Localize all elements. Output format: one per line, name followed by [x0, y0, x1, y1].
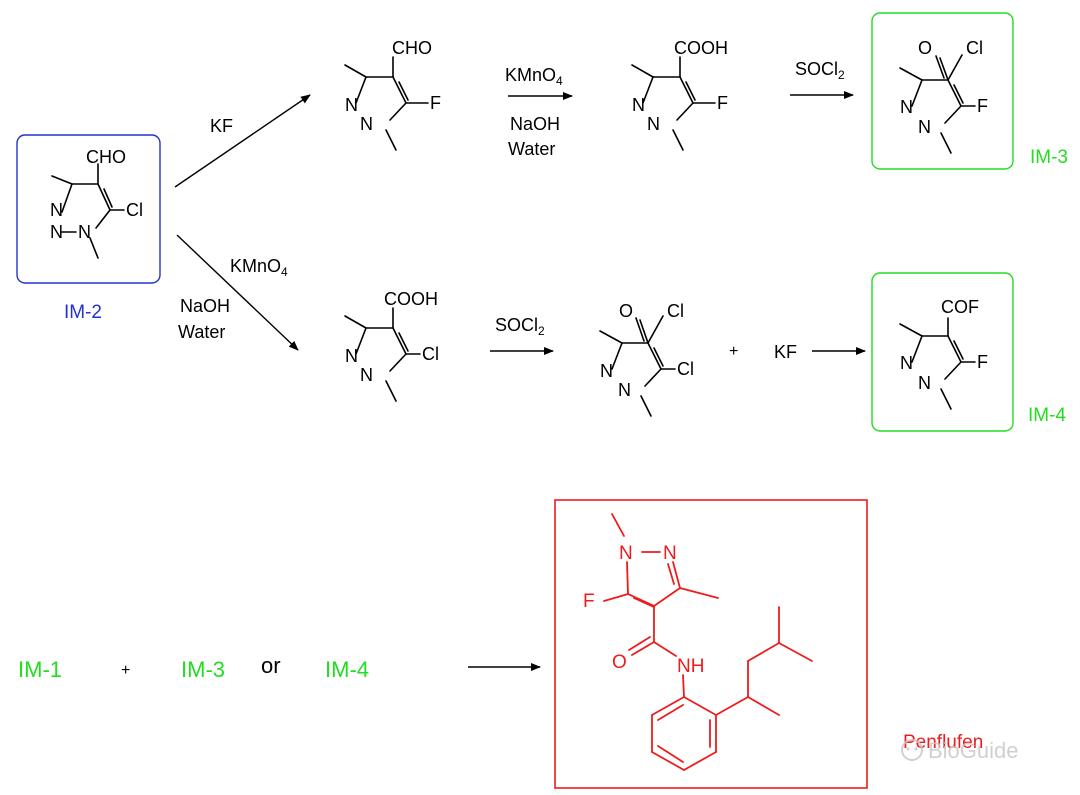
arrow-kmno4-bottom	[176, 234, 299, 351]
atom-cooh: COOH	[674, 38, 728, 58]
label-product: Penflufen	[903, 732, 983, 753]
atom-o: O	[918, 38, 932, 58]
im2-structure: CHO Cl N N N	[50, 147, 143, 259]
atom-n: N	[632, 95, 645, 115]
reagent-socl2: SOCl2	[495, 315, 545, 338]
plus-sign: +	[729, 343, 738, 360]
reagent-kf: KF	[210, 116, 233, 136]
im3-structure: O Cl F N N	[899, 38, 988, 154]
atom-f: F	[583, 591, 595, 612]
atom-f: F	[977, 96, 988, 116]
atom-cl: Cl	[126, 200, 143, 220]
product-box	[554, 499, 868, 789]
atom-o: O	[612, 652, 627, 673]
atom-nh: NH	[677, 656, 704, 677]
label-or: or	[261, 653, 281, 678]
im3-box	[871, 12, 1014, 170]
watermark-text: BioGuide	[928, 738, 1019, 763]
atom-n: N	[360, 114, 373, 134]
label-im4: IM-4	[325, 657, 369, 682]
watermark: BioGuide	[901, 738, 1019, 763]
atom-n: N	[619, 543, 633, 564]
label-im3: IM-3	[181, 657, 225, 682]
atom-n: N	[900, 353, 913, 373]
plus-sign: +	[121, 662, 130, 679]
reagent-kmno4: KMnO4	[505, 65, 563, 88]
atom-cooh: COOH	[384, 289, 438, 309]
product-structure: N N F O NH	[583, 513, 813, 771]
reagent-naoh: NaOH	[510, 114, 560, 134]
atom-n: N	[50, 222, 63, 242]
reagent-kf: KF	[774, 342, 797, 362]
atom-n: N	[918, 373, 931, 393]
chat-bubble-icon	[901, 739, 923, 761]
atom-n: N	[360, 365, 373, 385]
im4-box	[871, 272, 1014, 432]
atom-cl: Cl	[422, 344, 439, 364]
atom-n: N	[900, 97, 913, 117]
atom-n: N	[647, 114, 660, 134]
atom-cl: Cl	[677, 359, 694, 379]
atom-n: N	[600, 361, 613, 381]
atom-f: F	[430, 93, 441, 113]
im2-box	[16, 134, 161, 284]
reagent-naoh: NaOH	[180, 296, 230, 316]
atom-cl: Cl	[667, 301, 684, 321]
reagent-socl2: SOCl2	[795, 59, 845, 82]
atom-n: N	[663, 543, 677, 564]
atom-f: F	[977, 352, 988, 372]
chloro-acid-chloride-structure: O Cl Cl N N	[599, 301, 694, 417]
im4-structure: COF F N N	[899, 297, 988, 410]
reagent-kmno4: KMnO4	[230, 256, 288, 279]
fluoro-aldehyde-structure: CHO F N N	[344, 38, 441, 151]
chloro-acid-structure: COOH Cl N N	[344, 289, 439, 402]
label-im2: IM-2	[64, 302, 102, 323]
atom-cho: CHO	[86, 147, 126, 167]
atom-f: F	[717, 93, 728, 113]
reagent-water: Water	[178, 322, 225, 342]
atom-n: N	[345, 95, 358, 115]
label-im4: IM-4	[1028, 405, 1066, 426]
atom-cof: COF	[941, 297, 979, 317]
atom-n: N	[618, 380, 631, 400]
fluoro-acid-structure: COOH F N N	[631, 38, 728, 151]
atom-n: N	[78, 222, 91, 242]
atom-cl: Cl	[966, 38, 983, 58]
atom-n: N	[345, 346, 358, 366]
label-im1: IM-1	[18, 657, 62, 682]
atom-cho: CHO	[392, 38, 432, 58]
label-im3: IM-3	[1030, 147, 1068, 168]
atom-n: N	[918, 117, 931, 137]
arrow-kf-top	[174, 94, 311, 188]
atom-o: O	[619, 301, 633, 321]
atom-n: N	[50, 200, 63, 220]
reagent-water: Water	[508, 139, 555, 159]
